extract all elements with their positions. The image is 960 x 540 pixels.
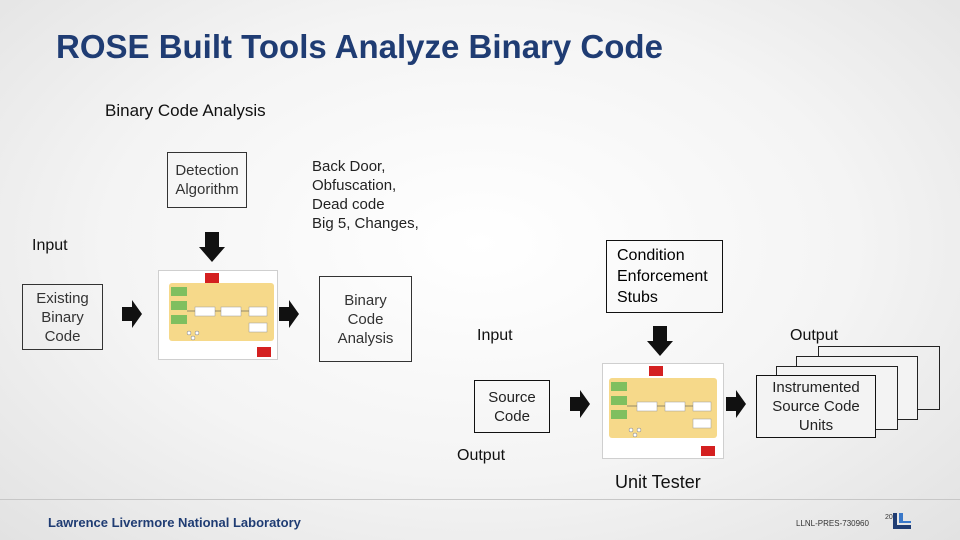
footer-release-code: LLNL-PRES-730960 xyxy=(796,519,869,528)
footer-lab-name: Lawrence Livermore National Laboratory xyxy=(48,515,301,530)
detection-algorithm-box: Detection Algorithm xyxy=(167,152,247,208)
unit-tester-thumbnail xyxy=(602,363,724,459)
right-arrow-icon xyxy=(570,390,590,418)
llnl-logo-icon xyxy=(893,513,911,529)
input-label-right: Input xyxy=(477,327,513,344)
condition-enforcement-stubs-box: Condition Enforcement Stubs xyxy=(606,240,723,313)
down-arrow-icon xyxy=(647,326,673,356)
backdoor-description: Back Door, Obfuscation, Dead code Big 5,… xyxy=(312,158,419,232)
footer-divider xyxy=(0,499,960,500)
input-label-left: Input xyxy=(32,237,68,254)
slide-title: ROSE Built Tools Analyze Binary Code xyxy=(56,28,663,65)
page-number: 20 xyxy=(885,514,893,521)
output-label-top: Output xyxy=(790,327,839,344)
existing-binary-code-box: Existing Binary Code xyxy=(22,284,103,350)
right-arrow-icon xyxy=(726,390,746,418)
right-arrow-icon xyxy=(279,300,299,328)
instrumented-source-code-units-box: Instrumented Source Code Units xyxy=(756,375,876,438)
down-arrow-icon xyxy=(199,232,225,262)
source-code-box: Source Code xyxy=(474,380,550,433)
output-label-bottom: Output xyxy=(457,447,506,464)
rose-architecture-thumbnail xyxy=(158,270,278,360)
binary-code-analysis-box: Binary Code Analysis xyxy=(319,276,412,362)
subtitle: Binary Code Analysis xyxy=(105,101,266,120)
unit-tester-label: Unit Tester xyxy=(615,472,701,492)
right-arrow-icon xyxy=(122,300,142,328)
